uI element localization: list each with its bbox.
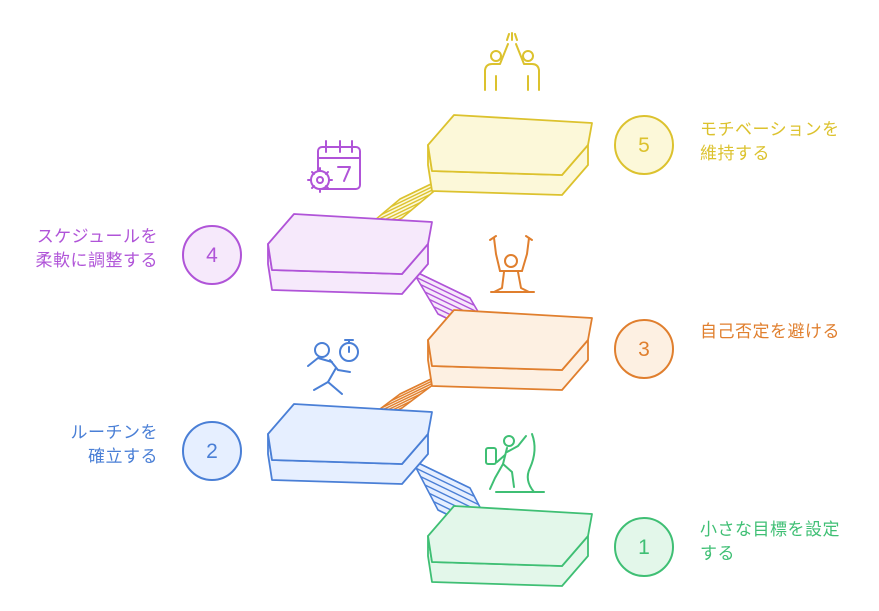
step-5-circle: 5 <box>614 115 674 175</box>
step-5-label-line2: 維持する <box>700 144 770 164</box>
step-3-circle: 3 <box>614 319 674 379</box>
step-1-label: 小さな目標を設定 する <box>700 518 870 566</box>
step-2-label-line2: 確立する <box>88 447 158 467</box>
step-4-label-line2: 柔軟に調整する <box>35 251 158 271</box>
platform-step-1 <box>427 505 593 587</box>
step-number-circles: 1 2 3 4 5 <box>182 115 674 577</box>
step-2-circle: 2 <box>182 421 242 481</box>
step-4-number: 4 <box>206 244 218 267</box>
step-5-number: 5 <box>638 134 650 157</box>
high-five-icon <box>484 32 540 91</box>
step-5-label-line1: モチベーションを <box>700 120 840 140</box>
step-1-number: 1 <box>638 536 650 559</box>
platform-step-5 <box>427 114 593 196</box>
step-3-number: 3 <box>638 338 650 361</box>
step-1-circle: 1 <box>614 517 674 577</box>
calendar-gear-icon <box>307 140 361 193</box>
step-5-label: モチベーションを 維持する <box>700 118 870 166</box>
step-1-label-line2: する <box>700 544 735 564</box>
platforms <box>267 114 593 587</box>
step-2-label: ルーチンを 確立する <box>0 421 158 469</box>
step-4-label-line1: スケジュールを <box>36 227 158 247</box>
platform-step-3 <box>427 309 593 391</box>
step-2-number: 2 <box>206 440 218 463</box>
running-person-stopwatch-icon <box>307 339 359 395</box>
step-1-label-line1: 小さな目標を設定 <box>700 520 840 540</box>
person-breaking-chains-icon <box>489 235 535 293</box>
step-3-label: 自己否定を避ける <box>700 320 870 344</box>
step-4-label: スケジュールを 柔軟に調整する <box>0 225 158 273</box>
icons <box>307 32 545 493</box>
step-3-label-line1: 自己否定を避ける <box>700 322 840 342</box>
climbing-person-icon <box>485 433 545 493</box>
step-2-label-line1: ルーチンを <box>70 423 158 443</box>
step-4-circle: 4 <box>182 225 242 285</box>
platform-step-2 <box>267 403 433 485</box>
platform-step-4 <box>267 213 433 295</box>
